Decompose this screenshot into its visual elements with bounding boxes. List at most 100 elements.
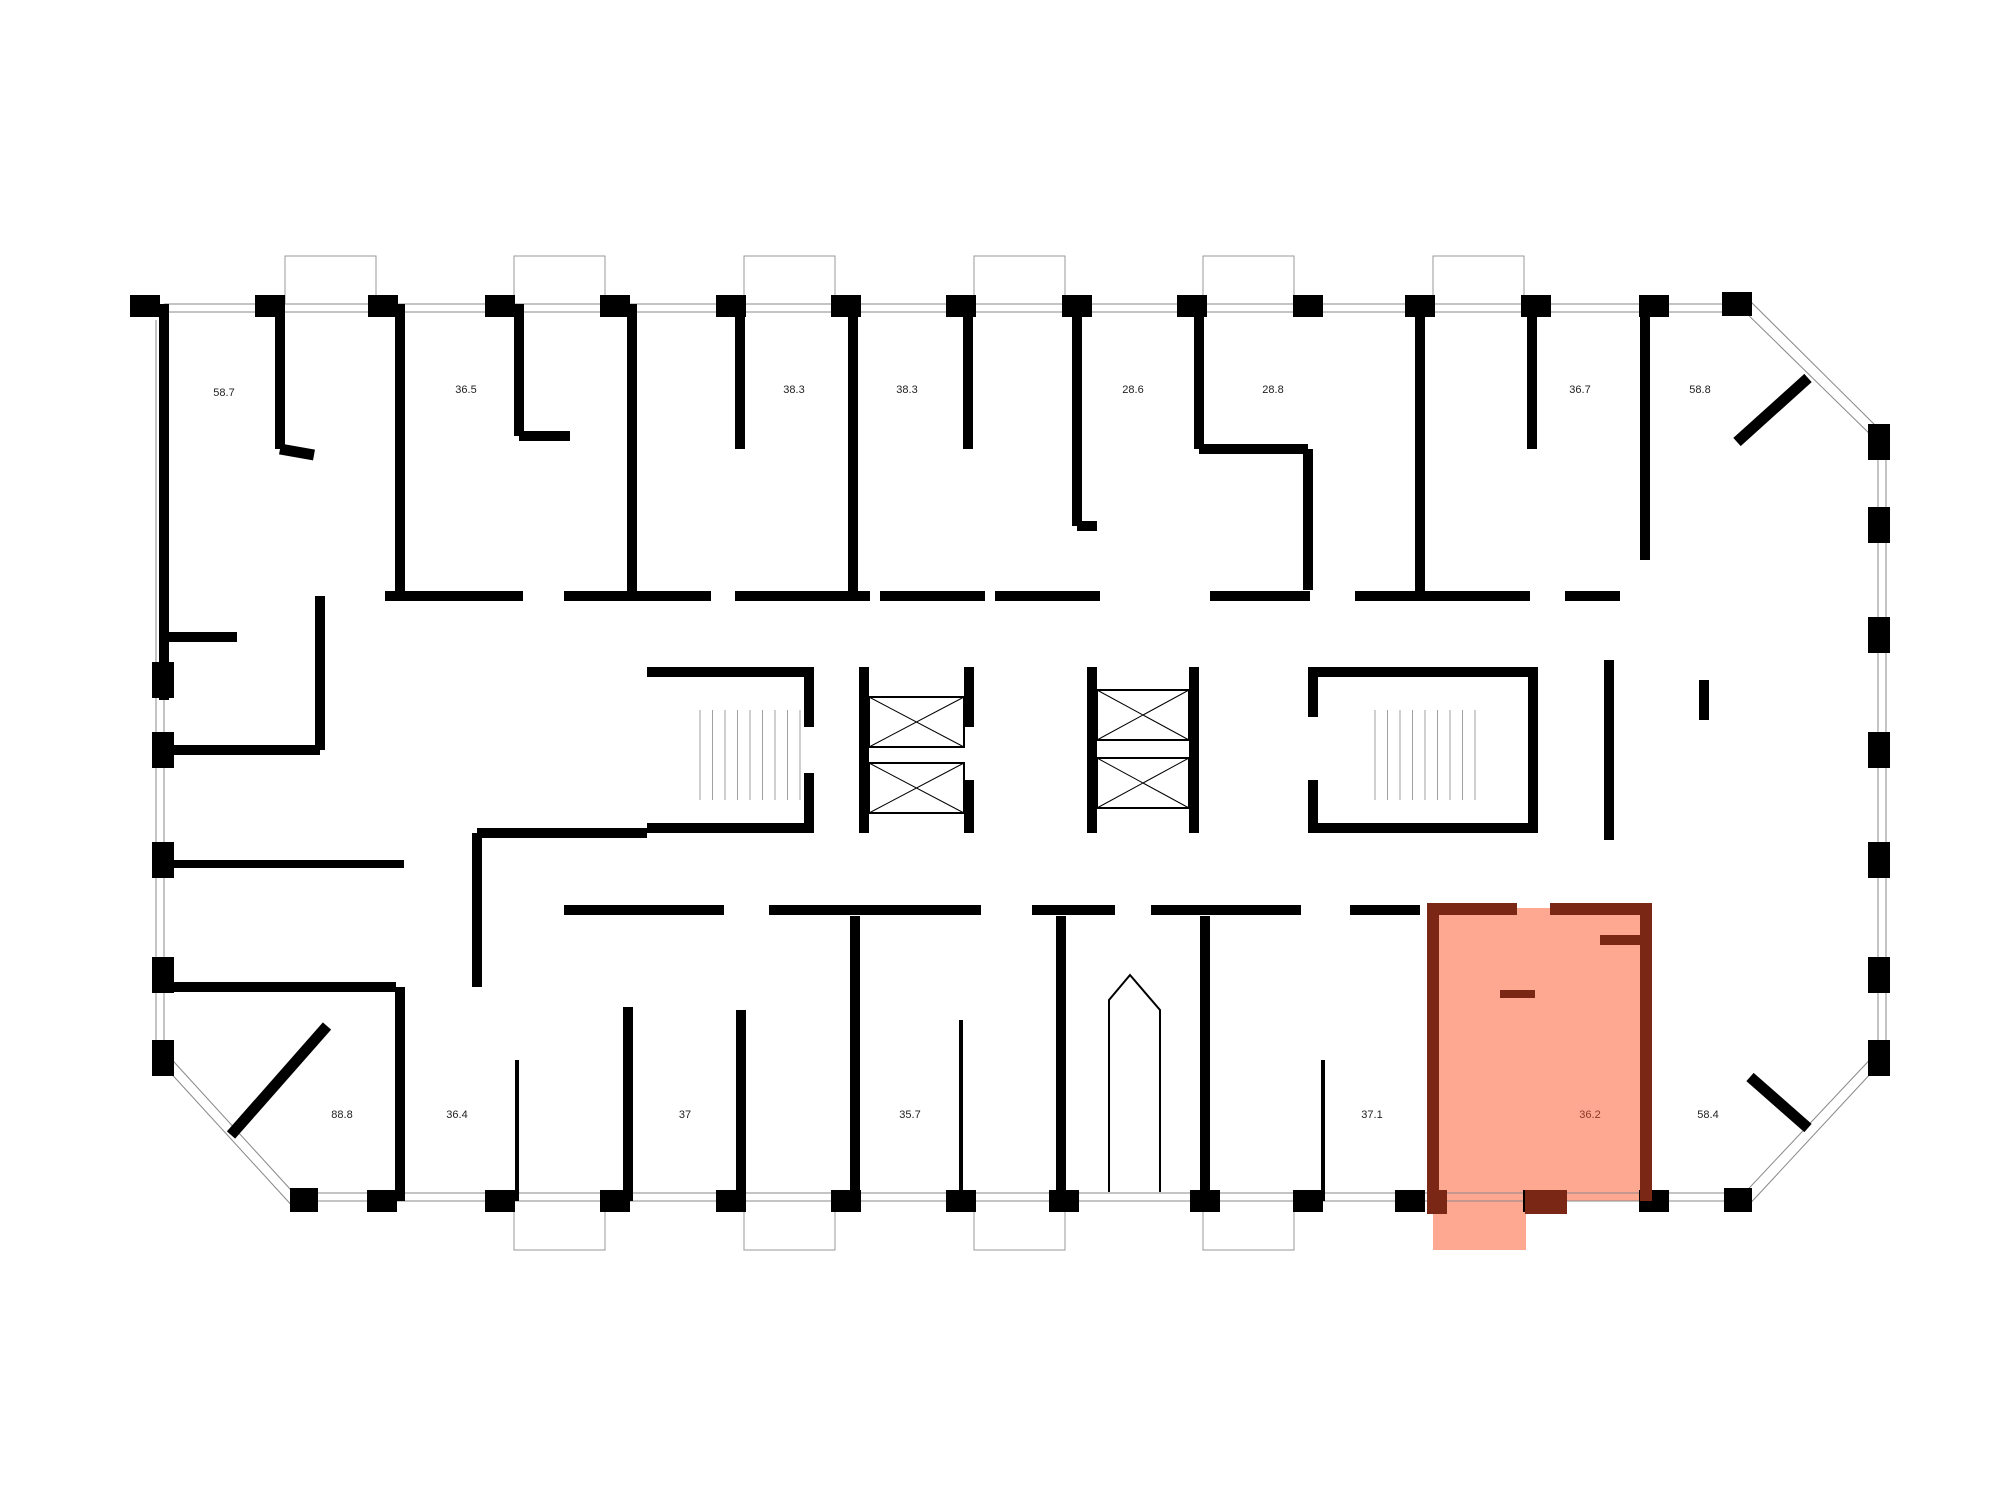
wall	[859, 667, 869, 833]
apartment-area-label[interactable]: 28.6	[1122, 384, 1144, 396]
wall	[1722, 292, 1752, 316]
apartment-area-label[interactable]: 36.4	[446, 1109, 468, 1121]
wall	[1699, 680, 1709, 720]
wall	[1308, 667, 1538, 677]
selected-apartment-highlight[interactable]	[1427, 908, 1645, 1250]
selected-apartment-walls	[1427, 903, 1652, 1214]
wall	[804, 667, 814, 727]
wall	[1868, 842, 1890, 878]
wall	[485, 1190, 515, 1212]
apartment-area-label[interactable]: 35.7	[899, 1109, 921, 1121]
wall	[1868, 424, 1890, 460]
apartment-area-label[interactable]: 37.1	[1361, 1109, 1383, 1121]
wall	[1189, 667, 1199, 833]
diagonal-wall	[279, 443, 315, 461]
apartment-area-label[interactable]: 37	[678, 1109, 692, 1121]
wall	[1200, 916, 1210, 1201]
selected-apartment-wall	[1600, 935, 1645, 945]
wall	[395, 987, 405, 1201]
elevator-cross	[1096, 757, 1190, 809]
selected-apartment-wall	[1427, 1190, 1447, 1214]
wall	[880, 591, 985, 601]
wall	[804, 773, 814, 833]
building-core	[699, 689, 1476, 1192]
apartment-area-label[interactable]: 36.5	[455, 384, 477, 396]
wall	[1199, 444, 1308, 454]
wall	[735, 304, 745, 449]
selected-apartment-wall	[1500, 990, 1535, 998]
wall	[290, 1188, 318, 1212]
wall	[1308, 667, 1318, 717]
balcony	[513, 1200, 606, 1251]
balcony	[743, 255, 836, 305]
wall	[385, 591, 523, 601]
wall	[1308, 780, 1318, 833]
wall	[1308, 823, 1538, 833]
balcony	[1432, 255, 1525, 305]
balcony	[513, 255, 606, 305]
balcony	[743, 1200, 836, 1251]
wall	[647, 667, 814, 677]
selected-balcony-fill	[1433, 1201, 1526, 1250]
apartment-area-label[interactable]: 28.8	[1262, 384, 1284, 396]
wall	[1604, 660, 1614, 840]
wall	[315, 596, 325, 750]
wall	[735, 591, 870, 601]
wall	[1210, 591, 1310, 601]
wall	[1724, 1188, 1752, 1212]
wall	[152, 1040, 174, 1076]
balcony	[973, 255, 1066, 305]
wall	[564, 905, 724, 915]
wall	[963, 304, 973, 449]
elevator-shaft	[868, 696, 965, 748]
balcony	[1202, 255, 1295, 305]
wall	[1032, 905, 1115, 915]
wall	[1077, 521, 1097, 531]
wall	[485, 295, 515, 317]
wall	[1303, 449, 1313, 590]
apartment-area-label[interactable]: 36.7	[1569, 384, 1591, 396]
wall	[959, 1020, 963, 1201]
elevator-shaft	[1096, 757, 1190, 809]
elevator-shaft	[868, 762, 965, 814]
wall	[519, 431, 570, 441]
shaft-outline	[1108, 973, 1161, 1192]
wall	[164, 632, 237, 642]
apartment-area-label[interactable]: 58.7	[213, 387, 235, 399]
selected-apartment-wall	[1640, 903, 1652, 1201]
wall	[1868, 1040, 1890, 1076]
wall	[164, 982, 396, 992]
wall	[1868, 957, 1890, 993]
wall	[1194, 304, 1204, 449]
wall	[623, 1007, 633, 1201]
elevator-shaft	[1096, 689, 1190, 741]
wall	[164, 860, 404, 868]
balconies	[284, 255, 1525, 1251]
wall	[1528, 667, 1538, 833]
wall	[477, 828, 647, 838]
wall	[1395, 1190, 1425, 1212]
wall	[1640, 304, 1650, 560]
wall	[964, 780, 974, 833]
wall	[850, 916, 860, 1201]
wall	[995, 591, 1100, 601]
apartment-area-label[interactable]: 88.8	[331, 1109, 353, 1121]
walls	[130, 292, 1890, 1212]
wall	[1293, 1190, 1323, 1212]
apartment-area-label[interactable]: 38.3	[896, 384, 918, 396]
wall	[964, 667, 974, 727]
wall	[769, 905, 981, 915]
wall	[1321, 1060, 1325, 1201]
selected-apartment-area-label[interactable]: 36.2	[1579, 1109, 1601, 1121]
wall	[647, 823, 814, 833]
wall	[1355, 591, 1530, 601]
apartment-area-label[interactable]: 58.4	[1697, 1109, 1719, 1121]
selected-apartment-wall	[1427, 903, 1517, 915]
wall	[1868, 732, 1890, 768]
diagonal-wall	[1733, 373, 1812, 447]
apartment-area-label[interactable]: 58.8	[1689, 384, 1711, 396]
apartment-area-label[interactable]: 38.3	[783, 384, 805, 396]
diagonal-wall	[226, 1022, 332, 1139]
wall	[600, 1190, 630, 1212]
